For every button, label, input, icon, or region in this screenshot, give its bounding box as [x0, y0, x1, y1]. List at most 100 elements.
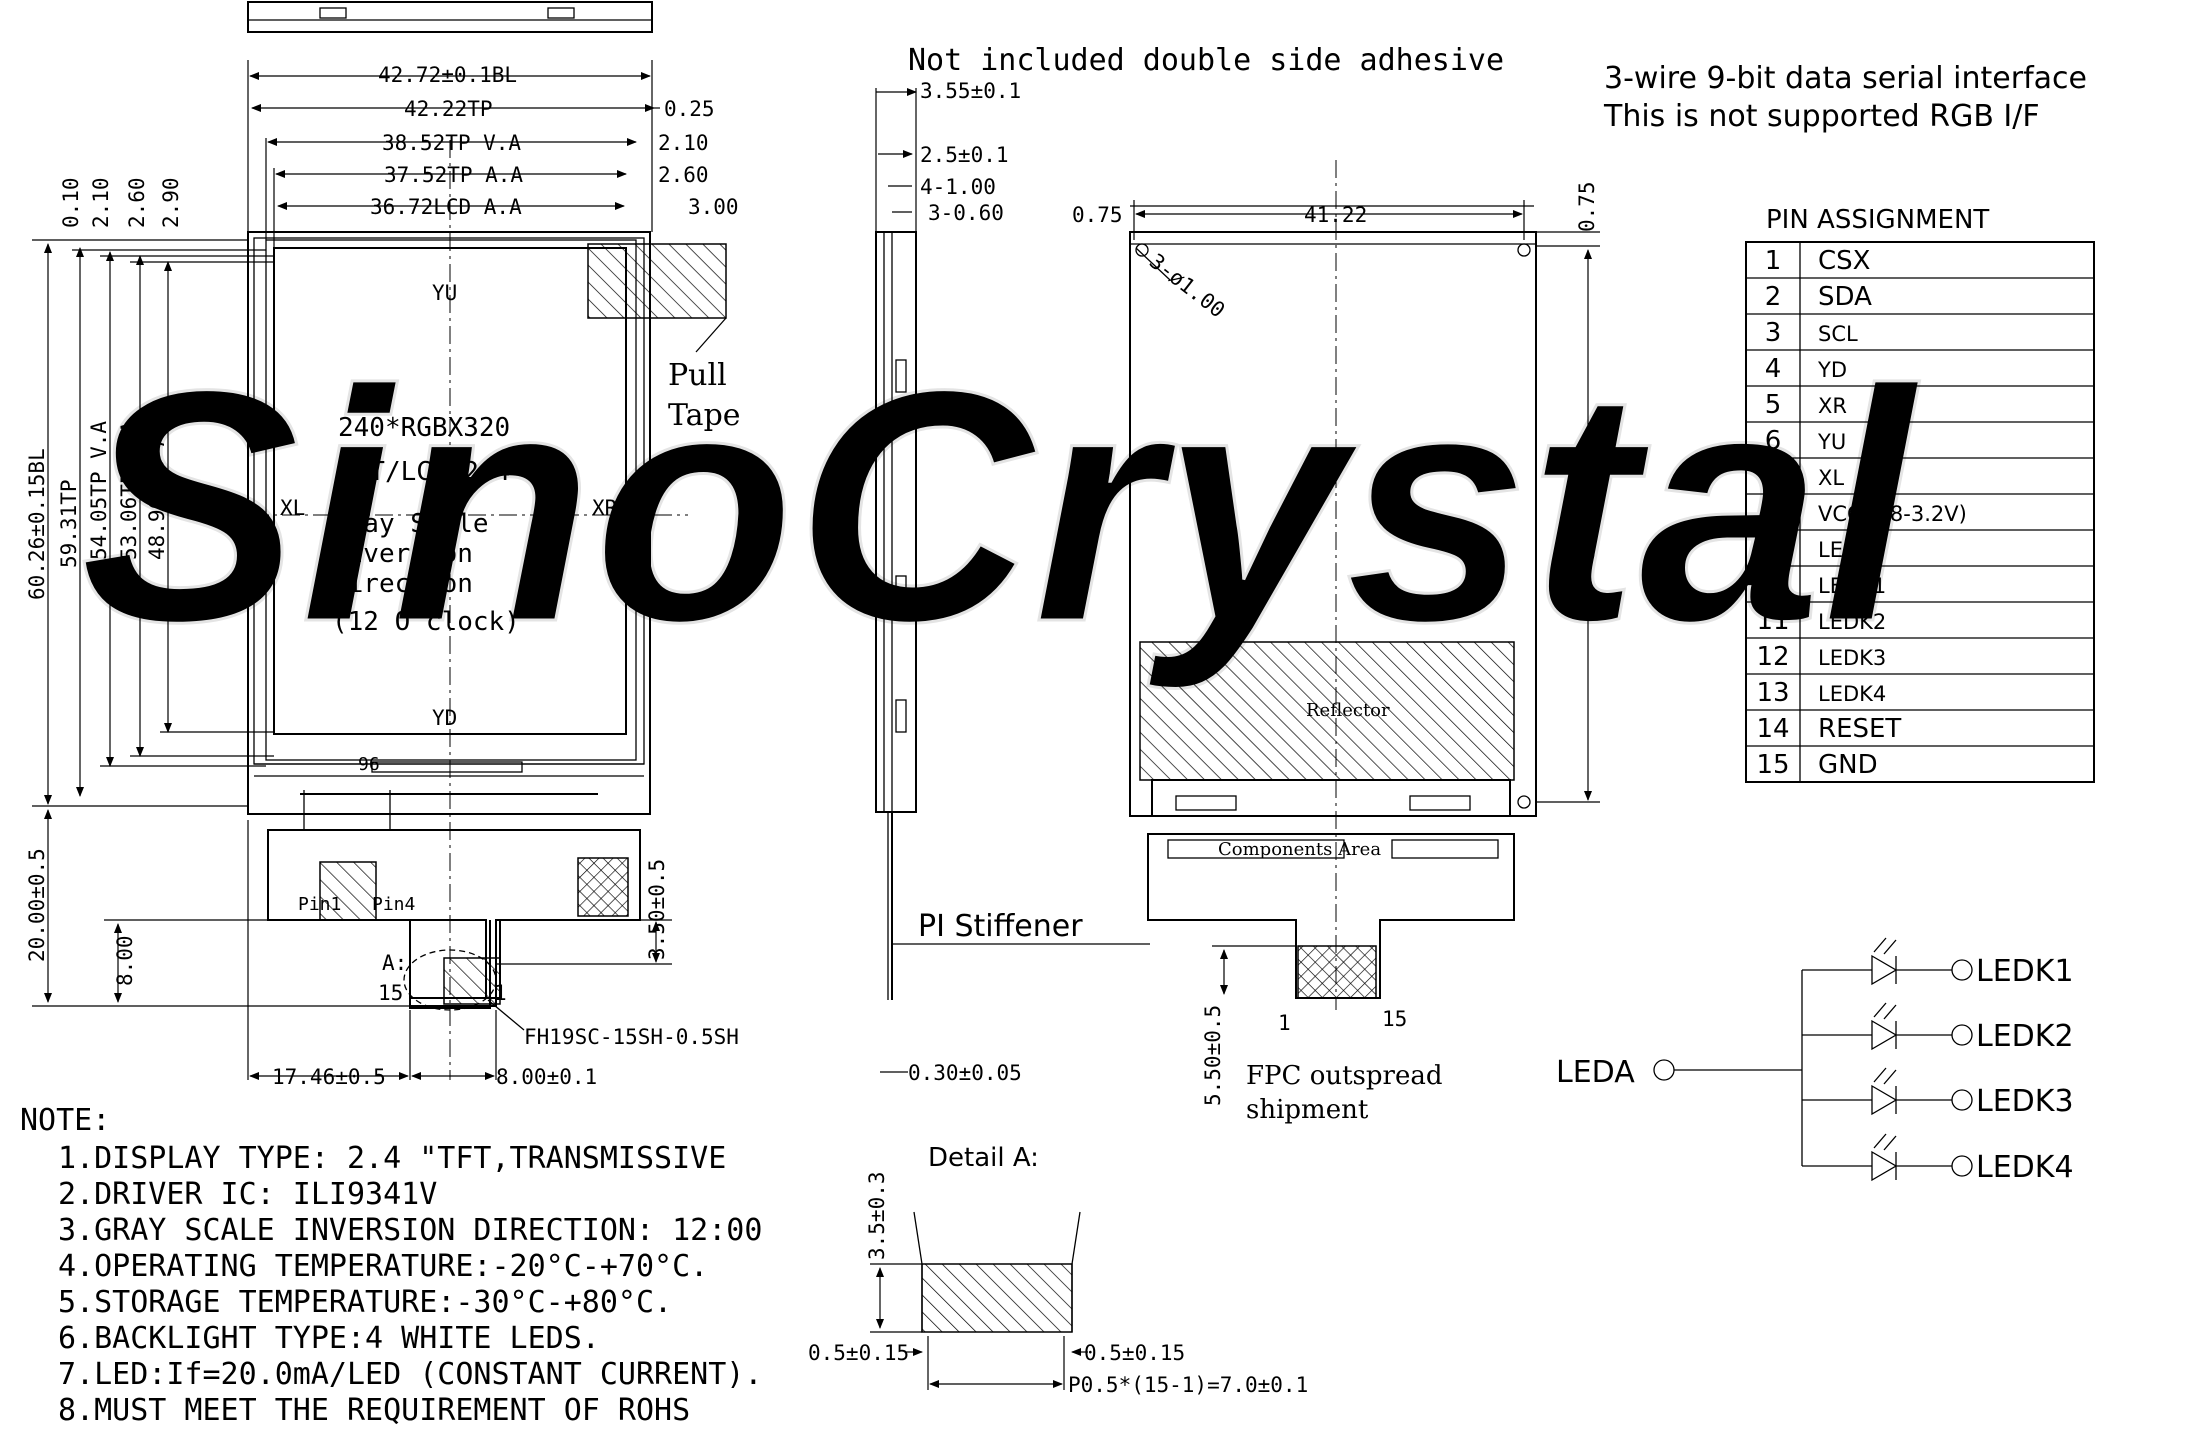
top-edge-view: [247, 1, 653, 33]
led-ray: [1883, 1069, 1897, 1085]
pin-number: 6: [1765, 426, 1782, 456]
dim-lcd-aa: 36.72LCD A.A: [370, 195, 522, 219]
dim-fpc-35: 3.50±0.5: [645, 859, 669, 960]
watermark: SinoCrystal: [80, 321, 1920, 692]
module-outline: [247, 231, 651, 815]
dim-lcd-aa-v: 48.96LCD A.A: [145, 408, 169, 560]
pull-tape: [587, 243, 727, 319]
dim-260-r: 2.60: [658, 163, 709, 187]
fpc-num-15: 15: [378, 981, 403, 1005]
resolution: 240*RGBX320: [338, 413, 510, 443]
pin-name: XL: [1818, 466, 1844, 490]
led-terminal: [1951, 959, 1973, 981]
dim-fpc-800: 8.00±0.1: [496, 1065, 597, 1089]
led-ray: [1873, 1067, 1887, 1083]
pin-number: 13: [1756, 678, 1789, 708]
pin-name: SDA: [1818, 282, 1872, 312]
pin-name: LEDK2: [1818, 610, 1886, 634]
pin-number: 4: [1765, 354, 1782, 384]
led-diode: [1871, 954, 1898, 986]
display-type: TFT/LCD 2.4″: [338, 457, 526, 487]
led-diode: [1871, 1084, 1898, 1116]
led-output-label: LEDK2: [1976, 1019, 2074, 1054]
detail-pads: [921, 1263, 1073, 1333]
reflector-area: [1139, 641, 1515, 781]
fpc-pad-block: [577, 857, 629, 917]
gray-line-4: (12 O'clock): [332, 607, 520, 637]
label-xr: XR: [592, 496, 618, 520]
pin-table-border: [1745, 241, 2095, 783]
detail-dim-r: 0.5±0.15: [1084, 1341, 1185, 1365]
label-a: A:: [382, 951, 407, 975]
label-xl: XL: [280, 496, 305, 520]
label-yu: YU: [432, 281, 457, 305]
back-outline: [1129, 231, 1537, 817]
pin-number: 7: [1765, 462, 1782, 492]
dim-fpc-8: 8.00: [113, 935, 137, 986]
back-fpc: [1147, 833, 1515, 999]
label-96: 96: [358, 754, 380, 775]
notes: NOTE: 1.DISPLAY TYPE: 2.4 "TFT,TRANSMISS…: [20, 1103, 762, 1428]
interface-line-2: This is not supported RGB I/F: [1603, 99, 2040, 134]
led-diode: [1871, 1150, 1898, 1182]
back-pin-1: 1: [1278, 1011, 1291, 1035]
side-dim-4: 4-1.00: [920, 175, 996, 199]
gray-line-1: Gray Scale: [332, 509, 489, 539]
led-output-label: LEDK1: [1976, 954, 2074, 989]
back-dim-height: 58.76: [1575, 497, 1599, 560]
interface-line-1: 3-wire 9-bit data serial interface: [1604, 61, 2087, 96]
detail-dim-l: 0.5±0.15: [808, 1341, 909, 1365]
dim-width-tp: 42.22TP: [404, 97, 493, 121]
pin-number: 3: [1765, 318, 1782, 348]
pin-name: YU: [1817, 430, 1846, 454]
fpc-pin4: Pin4: [372, 894, 415, 915]
pin-name: XR: [1818, 394, 1847, 418]
side-dim-030: 0.30±0.05: [908, 1061, 1022, 1085]
pin-name: LEDA: [1818, 538, 1874, 562]
gray-line-2: Inversion: [332, 539, 473, 569]
led-ray: [1873, 1002, 1887, 1018]
dim-210-r: 2.10: [658, 131, 709, 155]
dim-260: 2.60: [125, 177, 149, 228]
detail-dim-h: 3.5±0.3: [865, 1171, 889, 1260]
led-output-label: LEDK3: [1976, 1084, 2074, 1119]
dim-height-tp: 59.31TP: [57, 479, 81, 568]
led-diode: [1871, 1019, 1898, 1051]
note-item: 7.LED:If=20.0mA/LED (CONSTANT CURRENT).: [58, 1357, 762, 1392]
dim-tp-aa: 37.52TP A.A: [384, 163, 523, 187]
note-item: 2.DRIVER IC: ILI9341V: [58, 1177, 437, 1212]
pin-number: 8: [1765, 498, 1782, 528]
pin-number: 14: [1756, 714, 1789, 744]
fpc-note-2: shipment: [1246, 1095, 1369, 1125]
back-dim-width: 41.22: [1304, 203, 1367, 227]
pin-name: CSX: [1818, 246, 1870, 276]
led-terminal: [1951, 1024, 1973, 1046]
back-dim-right: 0.75: [1575, 181, 1599, 232]
led-ray: [1883, 1004, 1897, 1020]
pi-stiffener: PI Stiffener: [918, 909, 1083, 944]
back-pin-15: 15: [1382, 1007, 1407, 1031]
pin-number: 11: [1756, 606, 1789, 636]
pin-name: YD: [1817, 358, 1847, 382]
detail-title: Detail A:: [928, 1143, 1039, 1173]
pin-number: 1: [1765, 246, 1782, 276]
pin-name: SCL: [1818, 322, 1858, 346]
front-view: YU YD XL XR 96 240*RGBX320 TFT/LCD 2.4″ …: [25, 1, 741, 1089]
led-ray: [1873, 937, 1887, 953]
dim-tp-va: 38.52TP V.A: [382, 131, 521, 155]
pin-name: LEDK3: [1818, 646, 1886, 670]
led-ray: [1883, 1135, 1897, 1151]
fpc-pin1: Pin1: [298, 894, 341, 915]
side-dim-25: 2.5±0.1: [920, 143, 1009, 167]
led-terminal: [1951, 1155, 1973, 1177]
leda-input: LEDA: [1556, 1055, 1635, 1090]
back-holes: 3-ø1.00: [1145, 249, 1230, 322]
side-dim-3: 3-0.60: [928, 201, 1004, 225]
pin-number: 2: [1765, 282, 1782, 312]
dim-tp-aa-v: 53.06TP A.A: [117, 421, 141, 560]
led-ray: [1883, 939, 1897, 955]
label-yd: YD: [432, 706, 457, 730]
pin-number: 12: [1756, 642, 1789, 672]
detail-a: Detail A: 3.5±0.3 0.5±0.15 0.5±0.15 P0.5…: [808, 1143, 1308, 1397]
